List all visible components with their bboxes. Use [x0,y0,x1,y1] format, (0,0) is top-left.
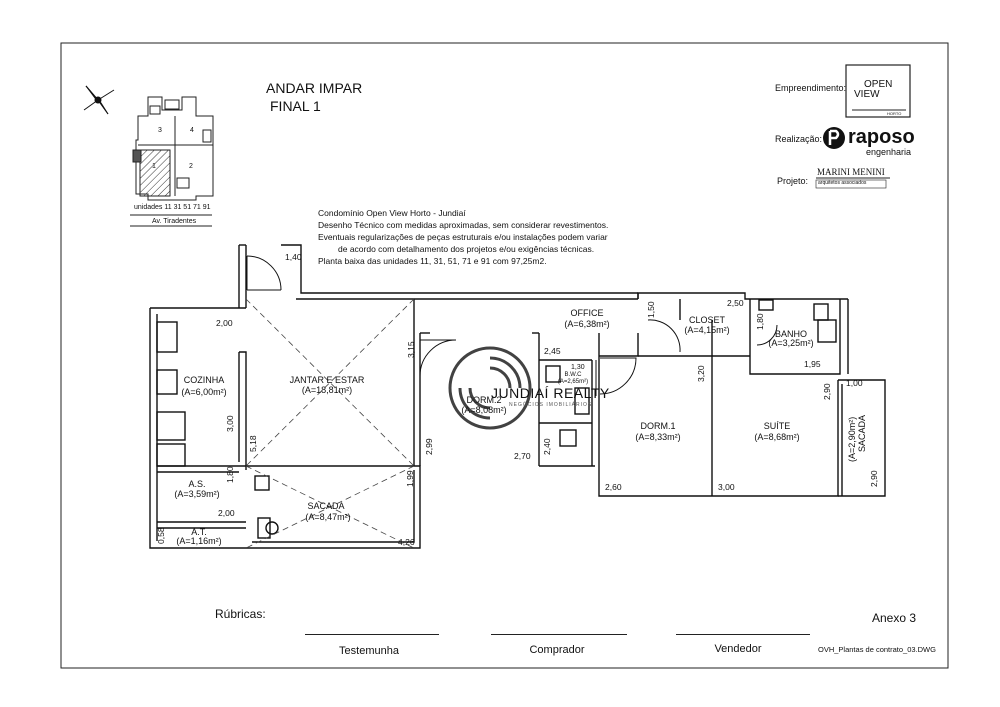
note-line: Planta baixa das unidades 11, 31, 51, 71… [318,256,547,266]
dimension-label: 2,45 [544,346,561,356]
room-cozinha-name: COZINHA [183,375,225,385]
note-line: Desenho Técnico com medidas aproximadas,… [318,220,609,230]
dimension-label: 1,99 [405,470,415,487]
room-sacada-name: SACADA [307,501,345,511]
room-sacada-area: (A=8,47m²) [305,512,351,522]
comprador-label: Comprador [529,644,585,656]
open-view-logo-sub: HORTO [887,111,902,116]
note-line: de acordo com detalhamento dos projetos … [338,244,595,254]
note-line: Condomínio Open View Horto - Jundiaí [318,208,466,218]
dimension-label: 3,00 [718,482,735,492]
dimension-label: 3,20 [696,365,706,382]
double-height-marks [245,298,415,549]
plan-title-line1: ANDAR IMPAR [266,80,363,96]
keyplan-unit-3: 3 [158,127,162,134]
plan-title-line2: FINAL 1 [270,98,321,114]
room-as-area: (A=3,59m²) [174,489,220,499]
room-banho-area: (A=3,25m²) [768,338,814,348]
dimension-label: 2,90 [869,470,879,487]
projeto-label: Projeto: [777,176,809,186]
room-dorm2-name: DORM.2 [466,395,502,405]
dimension-label: 2,60 [605,482,622,492]
dimension-label: 2,00 [216,318,233,328]
room-dorm2-area: (A=8,08m²) [461,405,507,415]
dimension-label: 1,50 [646,301,656,318]
dimension-label: 2,99 [424,438,434,455]
open-view-logo-box [845,64,911,118]
dimension-label: 1,95 [804,359,821,369]
room-as-name: A.S. [188,479,206,489]
dimension-label: 3,15 [406,341,416,358]
open-view-logo-text: VIEW [854,89,880,100]
note-line: Eventuais regularizações de peças estrut… [318,232,608,242]
vendedor-signature-line [676,634,810,635]
realizacao-label: Realização: [775,134,823,144]
room-suite-name: SUÍTE [763,421,791,431]
testemunha-signature-line [305,634,439,635]
keyplan-unit-2: 2 [189,163,193,170]
marini-name: MARINI MENINI [817,167,885,177]
empreendimento-label: Empreendimento: [775,83,847,93]
room-jantar-area: (A=18,81m²) [301,385,353,395]
drawing-filename: OVH_Plantas de contrato_03.DWG [818,645,936,654]
dimension-label: 2,70 [514,451,531,461]
dimension-label: 1,40 [285,252,302,262]
keyplan-units: unidades 11 31 51 71 91 [134,204,211,211]
room-suite-area: (A=8,68m²) [754,432,800,442]
raposo-sub: engenharia [866,147,912,157]
dimension-label: 1,00 [846,378,863,388]
keyplan-street: Av. Tiradentes [152,218,197,225]
room-closet-area: (A=4,15m²) [684,325,730,335]
room-at-area: (A=1,16m²) [176,536,222,546]
room-banho-name: BANHO [774,329,808,339]
room-dorm1-area: (A=8,33m²) [635,432,681,442]
room-bwc-area: (A=2,65m²) [557,379,589,385]
floor-plan-walls [149,244,886,549]
door-swings [246,255,778,396]
dimension-label: 2,50 [727,298,744,308]
vendedor-label: Vendedor [714,643,762,655]
key-plan [132,96,214,201]
testemunha-label: Testemunha [339,645,399,657]
dimension-label: 0,58 [156,527,166,544]
room-office-area: (A=6,38m²) [564,319,610,329]
dimension-label: 3,00 [225,415,235,432]
room-sacada2-name: SACADA [857,414,867,452]
room-jantar-name: JANTAR E ESTAR [289,375,365,385]
comprador-signature-line [491,634,627,635]
raposo-name: raposo [848,126,915,148]
room-bwc-name: B.W.C [564,372,582,378]
keyplan-unit-1: 1 [152,163,156,170]
marini-sub: arquitetos associados [818,180,867,186]
keyplan-unit-4: 4 [190,127,194,134]
room-cozinha-area: (A=6,00m²) [181,387,227,397]
watermark-subtext: NEGÓCIOS IMOBILIÁRIOS [509,402,593,408]
dimension-label: 4,26 [398,537,415,547]
room-sacada2-area: (A=2,90m²) [847,416,857,462]
anexo-label: Anexo 3 [872,611,917,625]
dimension-label: 2,00 [218,508,235,518]
room-office-name: OFFICE [570,308,604,318]
dimension-label: 5,18 [248,435,258,452]
room-dorm1-name: DORM.1 [640,421,676,431]
dimension-label: 1,30 [571,364,585,371]
dimension-label: 1,80 [225,466,235,483]
watermark-logo-icon [448,346,532,430]
room-closet-name: CLOSET [688,315,726,325]
north-arrow-icon [83,85,115,115]
dimension-label: 2,40 [542,438,552,455]
dimension-label: 1,80 [755,313,765,330]
watermark-text: JUNDIAÍ REALTY [491,385,610,401]
rubricas-label: Rúbricas: [215,607,266,621]
room-at-name: A.T. [191,527,207,537]
open-view-logo-text: OPEN [864,79,893,90]
dimension-label: 2,90 [822,383,832,400]
sheet-border [60,42,949,669]
